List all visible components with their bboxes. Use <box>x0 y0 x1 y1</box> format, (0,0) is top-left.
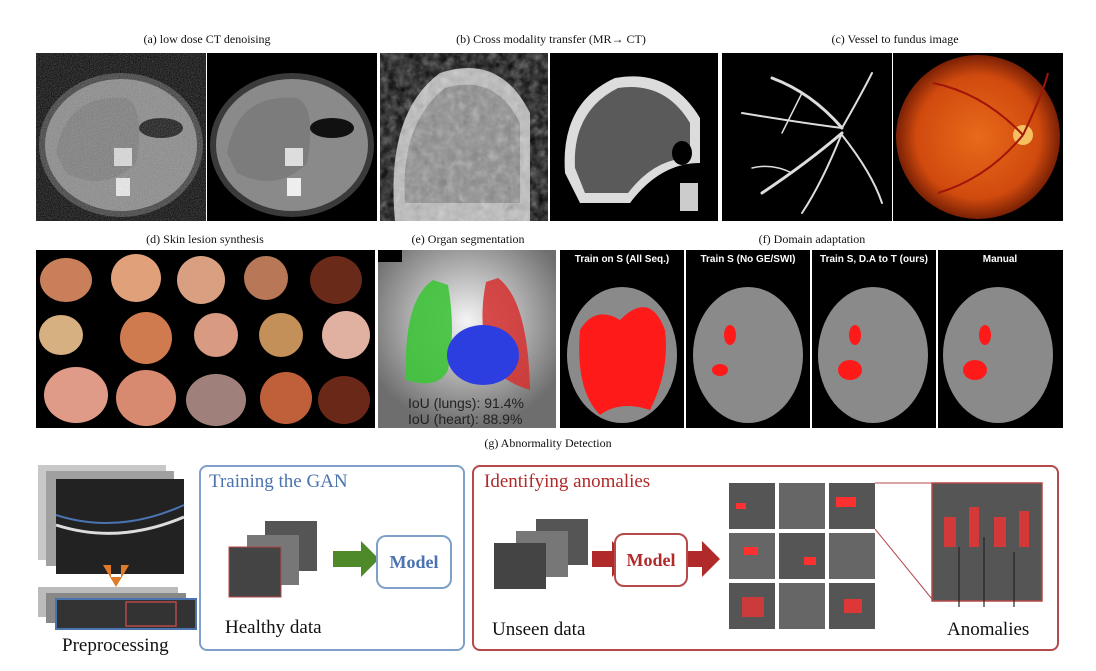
anomalies-label: Anomalies <box>947 619 1030 640</box>
training-gan-title: Training the GAN <box>209 471 348 492</box>
domain-adaptation-strip: Train on S (All Seq.) Train S (No GE/SWI… <box>560 250 1063 428</box>
model-box-identify: Model <box>614 533 688 587</box>
caption-e: (e) Organ segmentation <box>411 232 525 246</box>
iou-lungs-text: IoU (lungs): 91.4% <box>408 395 524 411</box>
iou-heart-text: IoU (heart): 88.9% <box>408 411 523 427</box>
unseen-data-label: Unseen data <box>492 619 586 640</box>
caption-a: (a) low dose CT denoising <box>143 32 271 46</box>
ct-noisy-image <box>36 53 206 221</box>
model-box-train: Model <box>376 535 452 589</box>
da-label-4: Manual <box>982 254 1018 265</box>
mr-image <box>380 53 548 221</box>
identifying-anomalies-box: Identifying anomalies <box>472 465 1059 651</box>
caption-b: (b) Cross modality transfer (MR→ CT) <box>456 32 646 46</box>
healthy-data-label: Healthy data <box>225 617 322 638</box>
da-label-2: Train S (No GE/SWI) <box>700 254 796 265</box>
organ-segmentation-image: IoU (lungs): 91.4% IoU (heart): 88.9% <box>378 250 556 428</box>
da-label-1: Train on S (All Seq.) <box>574 254 670 265</box>
vessel-map-image <box>722 53 892 221</box>
caption-g: (g) Abnormality Detection <box>484 436 612 450</box>
preprocessing-label: Preprocessing <box>62 635 169 656</box>
training-gan-box: Training the GAN Model Healthy data <box>199 465 465 651</box>
caption-f: (f) Domain adaptation <box>758 232 866 246</box>
da-label-3: Train S, D.A to T (ours) <box>820 254 928 265</box>
preprocessing-stack <box>38 465 198 635</box>
ct-denoised-image <box>207 53 377 221</box>
ct-synth-image <box>550 53 718 221</box>
fundus-image <box>893 53 1063 221</box>
identifying-anomalies-title: Identifying anomalies <box>484 471 651 492</box>
caption-d: (d) Skin lesion synthesis <box>146 232 264 246</box>
caption-c: (c) Vessel to fundus image <box>831 32 959 46</box>
skin-lesion-grid <box>36 250 375 428</box>
